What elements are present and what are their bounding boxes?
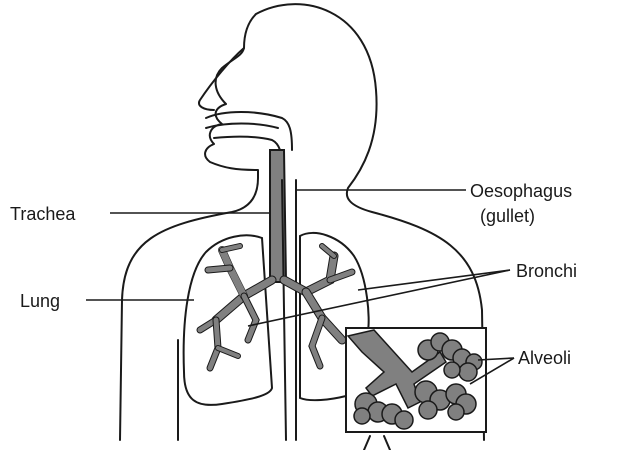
label-bronchi: Bronchi <box>516 261 577 281</box>
label-lung: Lung <box>20 291 60 311</box>
label-gullet: (gullet) <box>480 206 535 226</box>
label-alveoli: Alveoli <box>518 348 571 368</box>
nasal-cavity <box>206 112 292 150</box>
label-trachea: Trachea <box>10 204 76 224</box>
label-oesophagus: Oesophagus <box>470 181 572 201</box>
